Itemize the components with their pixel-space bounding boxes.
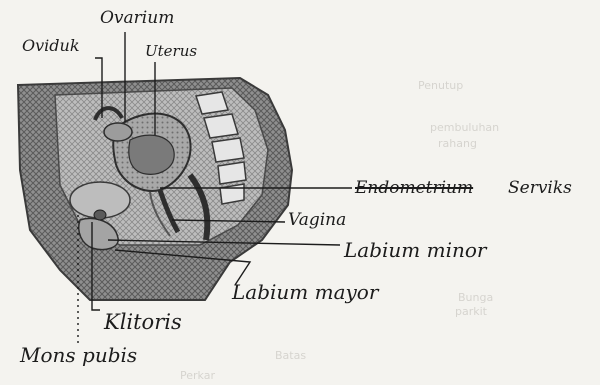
ovary-shape [104, 123, 132, 141]
uterus-lining [129, 135, 174, 174]
label-oviduk: Oviduk [22, 38, 80, 54]
label-labium-mayor: Labium mayor [232, 282, 378, 302]
label-endometrium: Endometrium [355, 180, 473, 197]
label-labium-minor: Labium minor [344, 240, 486, 260]
label-uterus: Uterus [145, 44, 197, 59]
label-ovarium: Ovarium [100, 10, 174, 27]
clitoris-shape [94, 210, 106, 220]
label-serviks: Serviks [508, 180, 572, 197]
label-mons-pubis: Mons pubis [20, 345, 137, 365]
label-klitoris: Klitoris [104, 312, 182, 333]
label-vagina: Vagina [288, 212, 346, 229]
